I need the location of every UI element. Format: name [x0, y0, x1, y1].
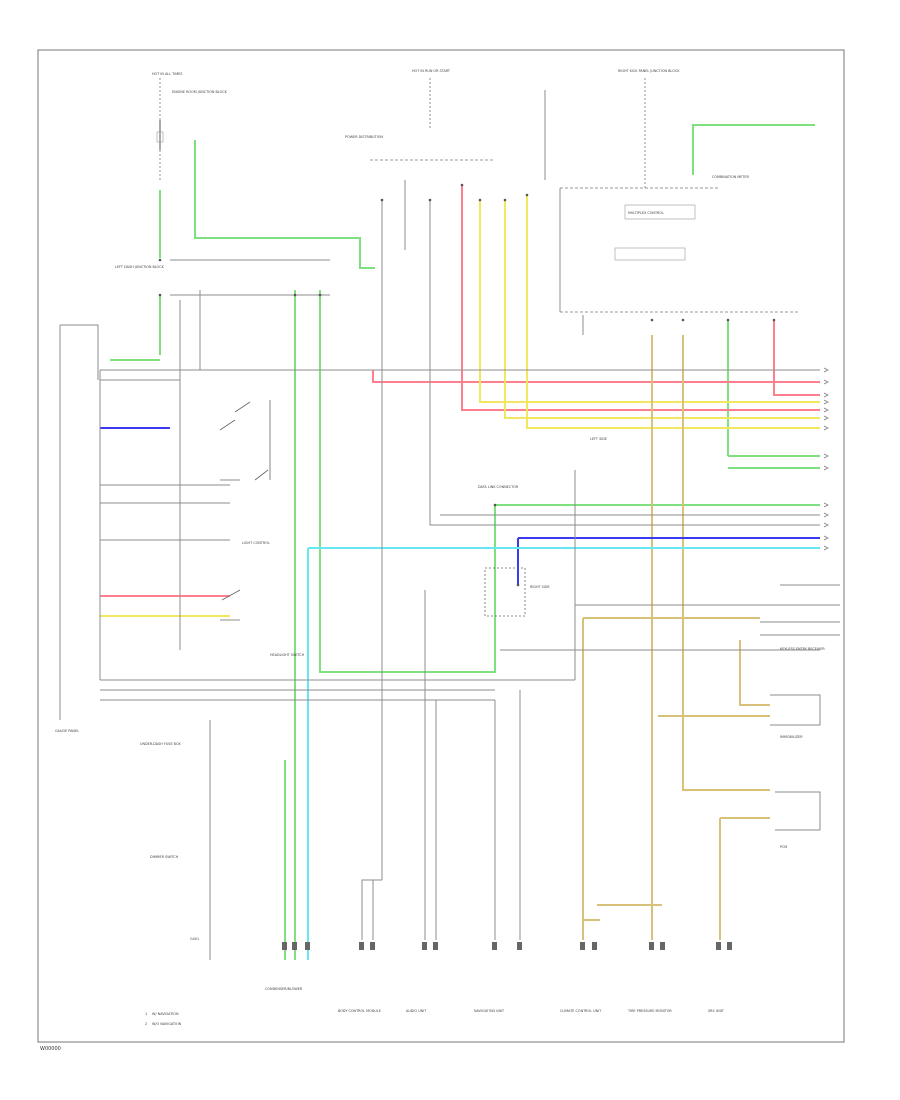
label-multiplex-control: MULTIPLEX CONTROL — [628, 211, 664, 215]
label-keyless-receiver: KEYLESS ENTRY RECEIVER — [780, 647, 825, 651]
tan-wires — [582, 335, 770, 940]
label-pcm: PCM — [780, 845, 787, 849]
top-left-fuse: HOT IN ALL TIMES ENGINE ROOM JUNCTION BL… — [152, 72, 228, 180]
diagram-frame — [37, 49, 845, 1043]
blue-wires — [100, 427, 820, 585]
bottom-labels: CONDENSER/BLOWER BODY CONTROL MODULE AUD… — [265, 987, 725, 1013]
cyan-wires — [307, 547, 820, 960]
label-hot-run-start: HOT IN RUN OR START — [412, 69, 451, 73]
label-under-dash-fuse: UNDER-DASH FUSE BOX — [140, 742, 181, 746]
legend-key-1: 1 — [145, 1012, 147, 1016]
label-engine-room-jb: ENGINE ROOM JUNCTION BLOCK — [172, 90, 228, 94]
connector-dots — [158, 183, 776, 587]
label-tire-pressure: TIRE PRESSURE MONITOR — [627, 1009, 672, 1013]
label-data-link: DATA LINK CONNECTOR — [478, 485, 519, 489]
label-body-control: BODY CONTROL MODULE — [338, 1009, 381, 1013]
label-audio-unit: AUDIO UNIT — [406, 1009, 427, 1013]
label-left-side: LEFT SIDE — [590, 437, 607, 441]
label-dimmer-switch: DIMMER SWITCH — [150, 855, 179, 859]
label-left-dash-jb: LEFT DASH JUNCTION BLOCK — [115, 265, 165, 269]
legend-key-2: 2 — [145, 1022, 147, 1026]
gray-wires — [59, 90, 840, 960]
top-right-fuse: RIGHT KICK PANEL JUNCTION BLOCK COMBINAT… — [559, 69, 800, 313]
green-wires — [110, 124, 820, 960]
top-center-fuse: HOT IN RUN OR START POWER DISTRIBUTION — [345, 69, 495, 161]
component-labels: LEFT DASH JUNCTION BLOCK HEADLIGHT SWITC… — [55, 265, 825, 941]
right-edge-arrows — [823, 367, 829, 551]
label-right-kick-jb: RIGHT KICK PANEL JUNCTION BLOCK — [618, 69, 680, 73]
yellow-wires — [100, 195, 820, 617]
switch-symbols — [219, 400, 526, 621]
label-light-control: LIGHT CONTROL — [242, 541, 270, 545]
legend-text-1: W/ NAVIGATION — [152, 1012, 179, 1016]
label-hot-all-times: HOT IN ALL TIMES — [152, 72, 182, 76]
label-power-distribution: POWER DISTRIBUTION — [345, 135, 383, 139]
label-climate-control: CLIMATE CONTROL UNIT — [560, 1009, 602, 1013]
bottom-connector-stubs — [282, 942, 732, 950]
label-gauge-panel: GAUGE PANEL — [55, 729, 79, 733]
label-combination-meter: COMBINATION METER — [712, 175, 750, 179]
corner-code: W00000 — [40, 1046, 61, 1052]
legend: 1 W/ NAVIGATION 2 W/O NAVIGATION — [145, 1012, 182, 1026]
label-multiplex-right: RIGHT SIDE — [530, 585, 550, 589]
label-immobilizer: IMMOBILIZER — [780, 735, 803, 739]
label-srs-unit: SRS UNIT — [708, 1009, 725, 1013]
label-navigation-unit: NAVIGATION UNIT — [474, 1009, 505, 1013]
label-condenser: CONDENSER/BLOWER — [265, 987, 303, 991]
label-g401: G401 — [190, 937, 199, 941]
red-wires — [100, 185, 820, 597]
legend-text-2: W/O NAVIGATION — [152, 1022, 182, 1026]
label-headlight-switch: HEADLIGHT SWITCH — [270, 653, 305, 657]
